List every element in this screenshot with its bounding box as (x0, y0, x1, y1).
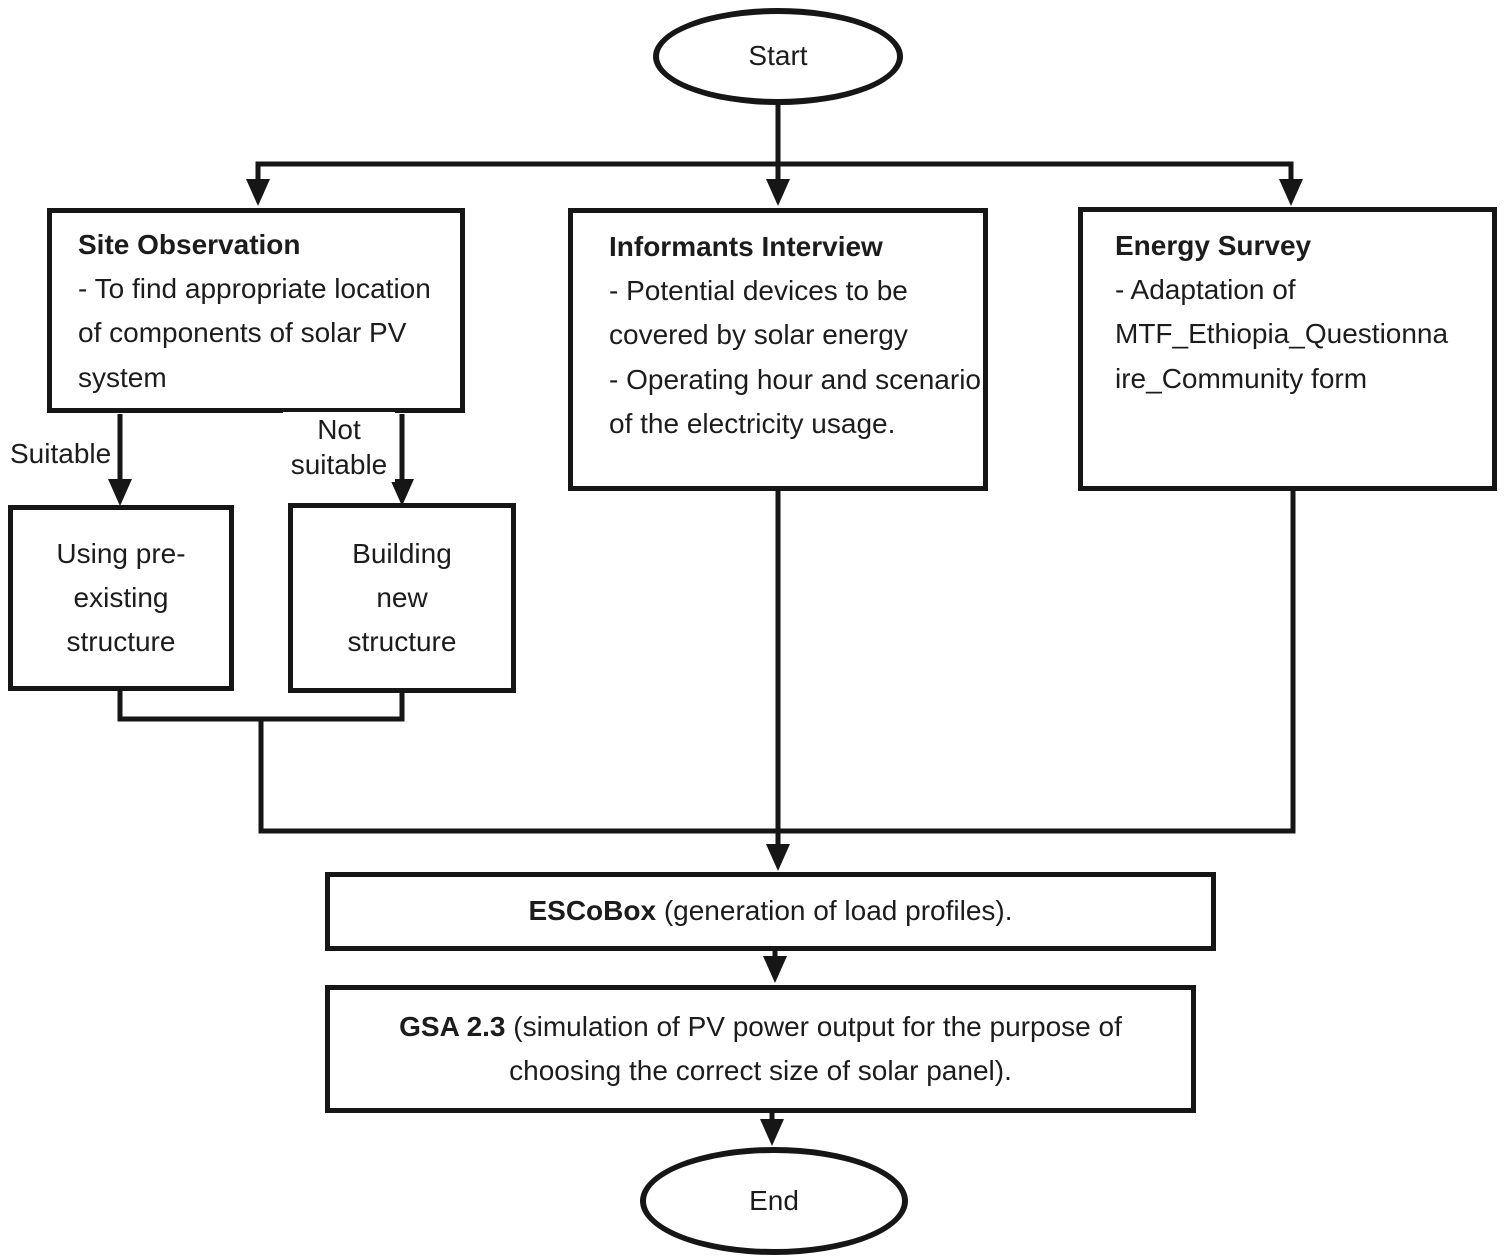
arrow-into-new-structure (390, 479, 414, 506)
node-energy-survey: Energy Survey - Adaptation of MTF_Ethiop… (1078, 207, 1497, 491)
arrow-into-end (760, 1119, 784, 1146)
node-pre-existing-structure: Using pre-existing structure (8, 505, 234, 691)
arrow-into-informants-interview (766, 179, 790, 206)
node-gsa: GSA 2.3 (simulation of PV power output f… (325, 985, 1196, 1113)
gsa-description: (simulation of PV power output for the p… (505, 1010, 1122, 1086)
arrow-into-site-observation (246, 179, 270, 206)
arrow-into-energy-survey (1279, 179, 1303, 206)
edge-label-not-suitable: Not suitable (283, 412, 395, 482)
edge-label-suitable: Suitable (10, 436, 112, 471)
start-label: Start (748, 40, 808, 72)
site-observation-body: - To find appropriate location of compon… (78, 273, 431, 393)
new-structure-label: Building new structure (347, 537, 457, 658)
node-new-structure: Building new structure (288, 503, 516, 693)
pre-existing-structure-label: Using pre-existing structure (56, 537, 186, 658)
informants-interview-title: Informants Interview (609, 231, 883, 262)
node-informants-interview: Informants Interview - Potential devices… (568, 208, 988, 491)
energy-survey-body: - Adaptation of MTF_Ethiopia_Questionnai… (1115, 274, 1449, 394)
arrow-into-pre-existing (108, 479, 132, 506)
escobox-name: ESCoBox (528, 895, 657, 927)
arrow-into-gsa (763, 956, 787, 983)
end-label: End (749, 1184, 799, 1216)
energy-survey-title: Energy Survey (1115, 230, 1312, 261)
node-start: Start (653, 8, 903, 105)
node-end: End (640, 1147, 908, 1255)
gsa-label: GSA 2.3 (simulation of PV power output f… (330, 1005, 1191, 1093)
escobox-description: (generation of load profiles). (656, 895, 1013, 927)
site-observation-title: Site Observation (78, 229, 301, 260)
arrow-into-escobox (766, 844, 790, 871)
gsa-name: GSA 2.3 (399, 1010, 506, 1042)
escobox-label: ESCoBox (generation of load profiles). (528, 889, 1012, 933)
node-escobox: ESCoBox (generation of load profiles). (325, 872, 1216, 951)
informants-interview-item: - Potential devices to be covered by sol… (609, 275, 908, 351)
node-site-observation: Site Observation - To find appropriate l… (47, 208, 465, 413)
informants-interview-item: - Operating hour and scenario of the ele… (609, 363, 981, 439)
